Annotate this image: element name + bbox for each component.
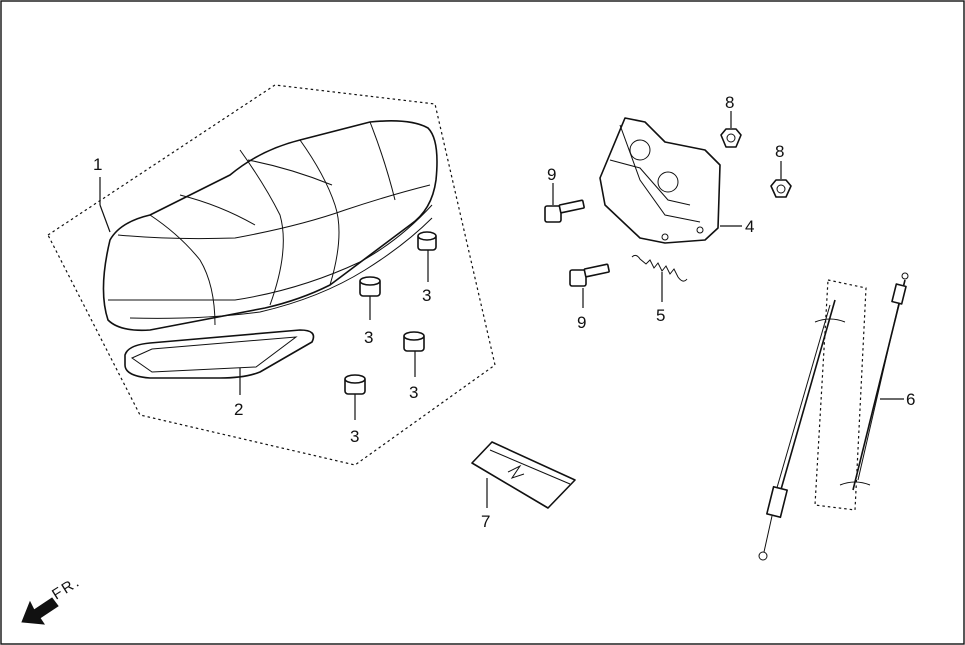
front-direction-label: FR. — [49, 573, 84, 603]
callout-6: 6 — [906, 390, 915, 409]
rubber-cushion-1 — [417, 231, 437, 251]
seat-lock-cable — [758, 272, 909, 561]
bolt-lower — [569, 263, 610, 287]
callout-9b: 9 — [577, 313, 586, 332]
manual-booklet — [471, 441, 576, 509]
rubber-cushion-4 — [344, 374, 366, 395]
callout-5: 5 — [656, 306, 665, 325]
seat-lock-bracket — [599, 117, 721, 244]
seat — [102, 120, 438, 332]
callout-3d: 3 — [350, 427, 359, 446]
callout-3c: 3 — [409, 383, 418, 402]
rubber-cushion-3 — [403, 331, 425, 352]
rubber-cushion-2 — [359, 276, 381, 297]
spring — [631, 254, 688, 282]
bolt-upper — [544, 199, 585, 223]
nut-1 — [720, 128, 742, 148]
nut-2 — [770, 179, 792, 198]
callout-4: 4 — [745, 217, 754, 236]
callout-3a: 3 — [422, 286, 431, 305]
callout-8a: 8 — [725, 93, 734, 112]
callout-8b: 8 — [775, 142, 784, 161]
seat-gasket — [124, 329, 315, 379]
callout-9a: 9 — [547, 165, 556, 184]
callout-7: 7 — [481, 512, 490, 531]
callout-2: 2 — [234, 400, 243, 419]
callout-1: 1 — [93, 155, 102, 174]
callout-3b: 3 — [364, 328, 373, 347]
leader-1b — [99, 204, 111, 233]
front-direction-arrow-icon — [21, 597, 59, 625]
